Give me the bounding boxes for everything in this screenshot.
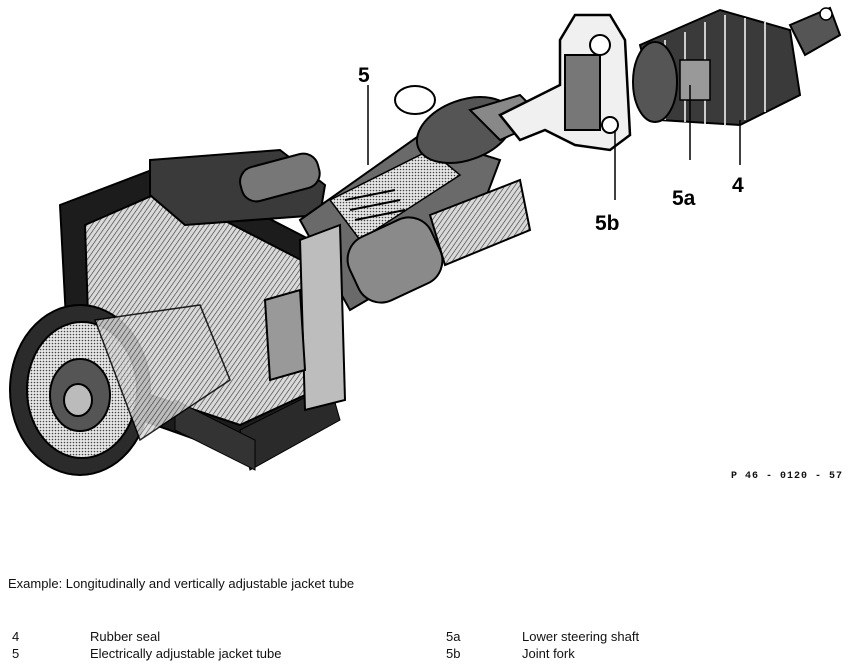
legend-item: 4 Rubber seal xyxy=(12,628,282,645)
wheel-hub xyxy=(9,304,231,476)
lower-steering-shaft xyxy=(679,59,711,101)
joint-fork xyxy=(498,13,632,152)
callout-5a: 5a xyxy=(672,187,696,210)
legend-number: 5a xyxy=(446,629,461,644)
legend-text: Joint fork xyxy=(522,646,575,661)
legend-item: 5b Joint fork xyxy=(446,645,639,662)
callout-5b: 5b xyxy=(595,212,620,235)
legend-number: 5b xyxy=(446,646,461,661)
figure-caption: Example: Longitudinally and vertically a… xyxy=(8,576,355,591)
legend-text: Electrically adjustable jacket tube xyxy=(90,646,282,661)
legend-right: 5a Lower steering shaft 5b Joint fork xyxy=(446,628,639,662)
upper-motor xyxy=(149,148,327,227)
legend-text: Rubber seal xyxy=(90,629,161,644)
legend-text: Lower steering shaft xyxy=(522,629,640,644)
callout-4: 4 xyxy=(732,174,744,197)
legend-left: 4 Rubber seal 5 Electrically adjustable … xyxy=(12,628,282,662)
legend-item: 5a Lower steering shaft xyxy=(446,628,639,645)
legend-item: 5 Electrically adjustable jacket tube xyxy=(12,645,282,662)
legend-number: 5 xyxy=(12,646,20,661)
legend-number: 4 xyxy=(12,629,20,644)
rubber-seal xyxy=(632,6,842,127)
callout-5: 5 xyxy=(358,64,370,87)
adjustment-motor xyxy=(263,178,532,412)
steering-column-illustration: 5 5a 4 5b xyxy=(9,6,842,476)
figure-reference: P 46 - 0120 - 57 xyxy=(731,471,844,482)
